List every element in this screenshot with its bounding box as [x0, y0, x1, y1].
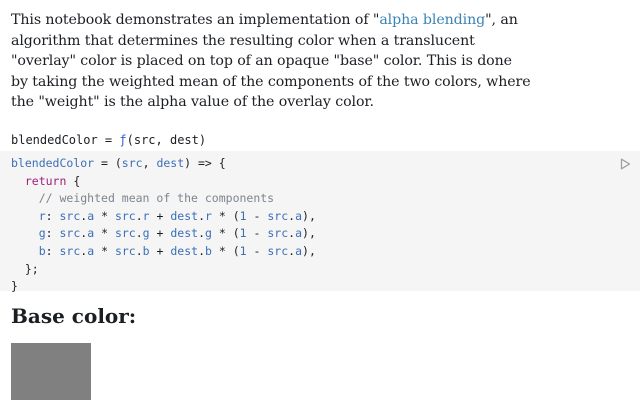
intro-text-start: This notebook demonstrates an implementa… — [11, 12, 380, 28]
intro-paragraph: This notebook demonstrates an implementa… — [11, 10, 531, 113]
play-icon — [620, 158, 630, 170]
cell-output[interactable]: blendedColor = ƒ(src, dest) — [11, 132, 206, 148]
intro-text-end: ", an algorithm that determines the resu… — [11, 12, 531, 110]
function-signature: (src, dest) — [126, 133, 207, 147]
base-color-swatch — [11, 343, 91, 400]
code-return-keyword: return — [24, 173, 67, 188]
run-cell-button[interactable] — [618, 157, 632, 171]
alpha-blending-link[interactable]: alpha blending — [379, 12, 486, 28]
output-equals: = — [97, 133, 120, 147]
code-source[interactable]: blendedColor = (src, dest) => { return {… — [11, 156, 316, 294]
code-editor[interactable]: blendedColor = (src, dest) => { return {… — [0, 151, 640, 293]
code-comment: // weighted mean of the components — [38, 191, 275, 206]
base-color-heading: Base color: — [11, 304, 137, 328]
output-variable-name: blendedColor — [11, 133, 98, 147]
function-symbol: ƒ — [119, 133, 127, 147]
code-decl-name: blendedColor — [11, 156, 95, 170]
